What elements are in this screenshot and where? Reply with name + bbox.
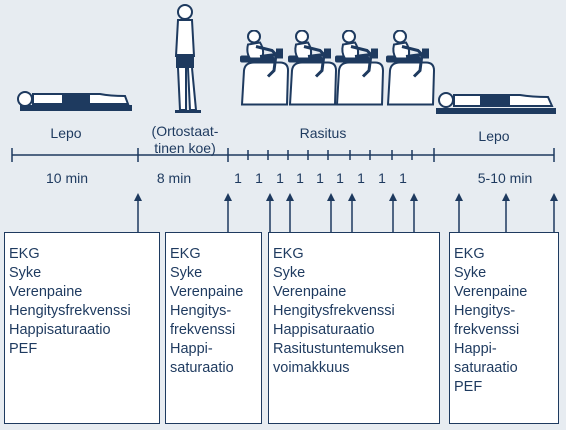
box-line: Verenpaine: [273, 284, 347, 300]
box-line: frekvenssi: [170, 322, 236, 338]
box-line: Rasitustuntemuksen: [273, 341, 405, 357]
duration-label: 1: [234, 170, 242, 186]
standing-person-icon: [174, 4, 201, 113]
box-line: Happi-: [454, 341, 497, 357]
box-line: Hengitys-: [170, 303, 232, 319]
box-line: Syke: [454, 265, 487, 281]
lying-person-icon: [436, 92, 556, 114]
phase-label-rest-1: Lepo: [50, 125, 82, 141]
box-line: voimakkuus: [273, 360, 350, 376]
timeline: [11, 148, 555, 162]
phase-label-exercise: Rasitus: [299, 125, 347, 141]
cycling-person-icon: [238, 30, 290, 106]
duration-label: 1: [276, 170, 284, 186]
box-line: PEF: [454, 379, 483, 395]
duration-label: 1: [378, 170, 386, 186]
duration-label: 1: [357, 170, 365, 186]
phase-label-orthostatic-line2: tinen koe): [154, 140, 216, 156]
duration-label: 8 min: [156, 170, 192, 186]
box-line: Hengitys-: [454, 303, 516, 319]
box-line: frekvenssi: [454, 322, 520, 338]
box-line: saturaatio: [170, 360, 234, 376]
measurement-box-rest-2: EKG Syke Verenpaine Hengitys- frekvenssi…: [449, 232, 559, 424]
duration-label: 1: [255, 170, 263, 186]
duration-label: 1: [399, 170, 407, 186]
box-line: saturaatio: [454, 360, 518, 376]
box-line: EKG: [9, 246, 40, 262]
box-line: Syke: [170, 265, 203, 281]
measurement-arrows: [134, 193, 558, 232]
duration-label: 1: [296, 170, 304, 186]
measurement-box-exercise: EKG Syke Verenpaine Hengitysfrekvenssi H…: [268, 232, 440, 424]
cycling-person-icon: [333, 30, 385, 106]
measurement-box-rest-1: EKG Syke Verenpaine Hengitysfrekvenssi H…: [4, 232, 160, 424]
box-line: Happi-: [170, 341, 213, 357]
box-line: EKG: [273, 246, 304, 262]
phase-label-rest-2: Lepo: [478, 128, 510, 144]
measurement-box-orthostatic: EKG Syke Verenpaine Hengitys- frekvenssi…: [165, 232, 262, 424]
box-line: Happisaturaatio: [9, 322, 111, 338]
box-line: Syke: [273, 265, 306, 281]
phase-label-orthostatic-line1: (Ortostaat-: [151, 123, 219, 139]
box-line: Syke: [9, 265, 42, 281]
box-line: Verenpaine: [9, 284, 83, 300]
box-line: PEF: [9, 341, 38, 357]
box-line: Verenpaine: [454, 284, 528, 300]
duration-label: 1: [316, 170, 324, 186]
box-line: EKG: [454, 246, 485, 262]
box-line: Hengitysfrekvenssi: [9, 303, 131, 319]
lying-person-icon: [17, 91, 132, 111]
duration-label: 10 min: [45, 170, 89, 186]
box-line: EKG: [170, 246, 201, 262]
cycling-person-icon: [286, 30, 338, 106]
cycling-person-icon: [384, 30, 436, 106]
duration-label: 1: [336, 170, 344, 186]
duration-label: 5-10 min: [477, 170, 533, 186]
box-line: Verenpaine: [170, 284, 244, 300]
box-line: Happisaturaatio: [273, 322, 375, 338]
box-line: Hengitysfrekvenssi: [273, 303, 395, 319]
